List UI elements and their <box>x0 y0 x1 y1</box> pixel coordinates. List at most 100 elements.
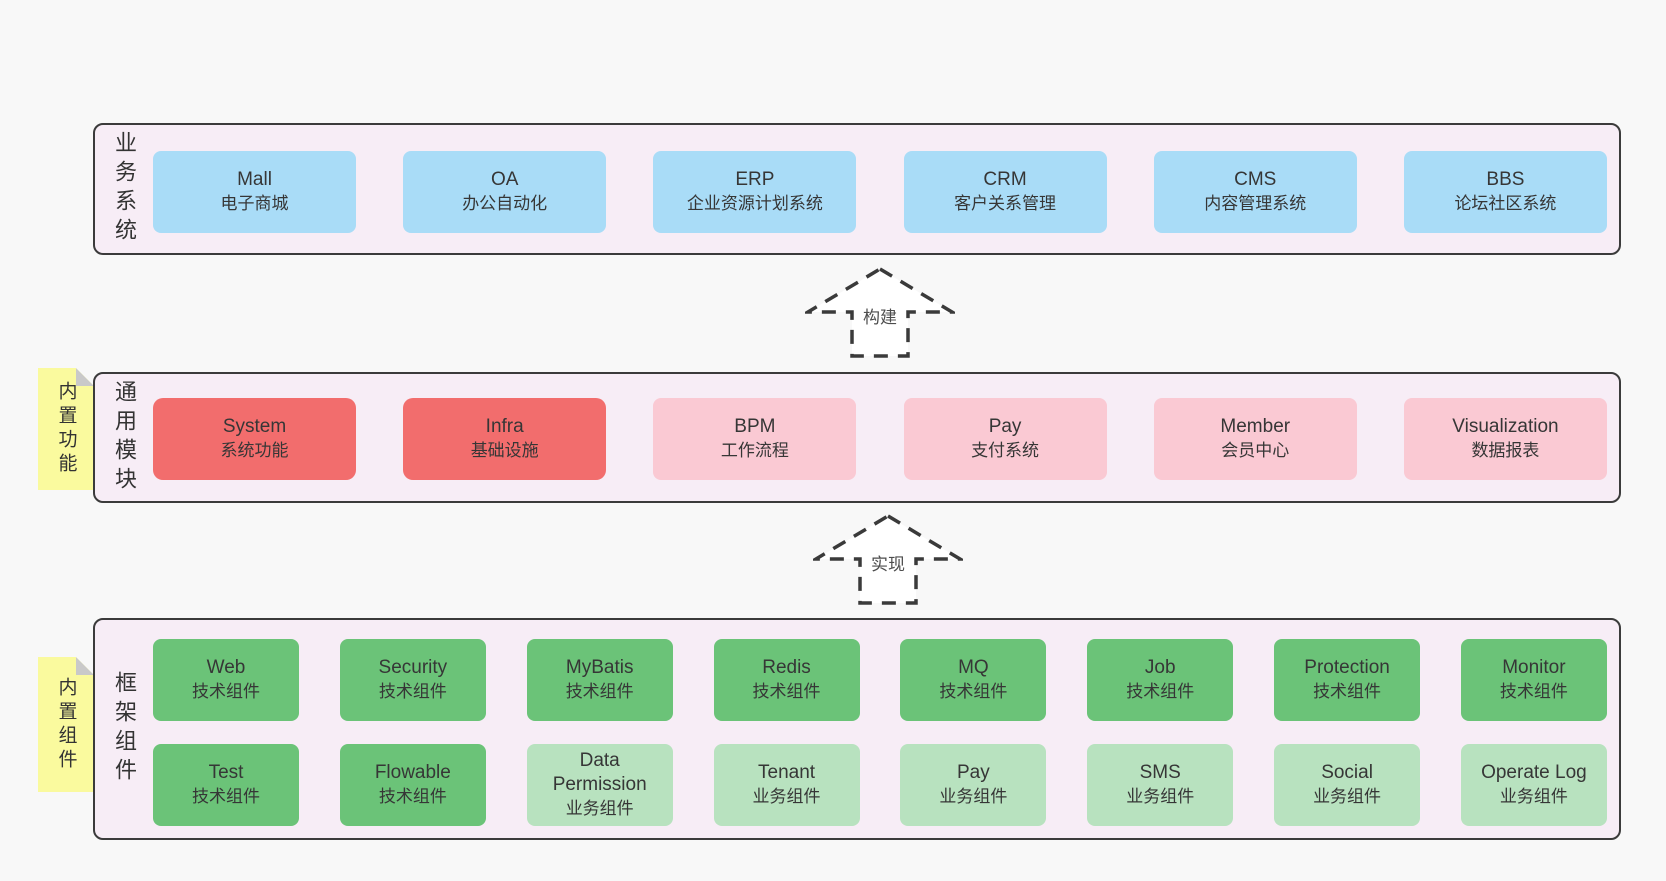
box-social: Social 业务组件 <box>1274 744 1421 826</box>
band-label-framework-components: 框架组件 <box>95 620 153 838</box>
box-subtitle: 电子商城 <box>220 193 289 213</box>
box-subtitle: 会员中心 <box>1221 440 1290 460</box>
box-data-permission: Data Permission 业务组件 <box>526 744 673 826</box>
band-business-systems: 业务系统 Mall 电子商城 OA 办公自动化 ERP 企业资源计划系统 CRM… <box>93 123 1621 255</box>
box-tenant: Tenant 业务组件 <box>713 744 860 826</box>
box-title: Visualization <box>1452 416 1559 438</box>
box-subtitle: 技术组件 <box>192 786 260 806</box>
band-label-text: 框架组件 <box>112 671 137 787</box>
framework-components-row-2: Test 技术组件 Flowable 技术组件 Data Permission … <box>153 721 1607 826</box>
box-title: Infra <box>485 416 524 438</box>
box-subtitle: 技术组件 <box>565 681 634 701</box>
box-member: Member 会员中心 <box>1153 398 1357 480</box>
box-cms: CMS 内容管理系统 <box>1153 151 1357 233</box>
box-title: Flowable <box>374 762 451 784</box>
folded-corner-icon <box>76 657 94 675</box>
box-mq: MQ 技术组件 <box>900 639 1047 721</box>
band-label-text: 业务系统 <box>112 131 137 247</box>
box-subtitle: 技术组件 <box>1313 681 1382 701</box>
box-sms: SMS 业务组件 <box>1087 744 1234 826</box>
box-subtitle: 技术组件 <box>1126 681 1195 701</box>
box-title: BBS <box>1486 169 1525 191</box>
arrow-implement-label: 实现 <box>868 550 908 575</box>
box-title: Member <box>1220 416 1291 438</box>
box-title: OA <box>490 169 519 191</box>
arrow-build-label: 构建 <box>860 303 900 328</box>
box-subtitle: 业务组件 <box>565 798 634 818</box>
box-subtitle: 技术组件 <box>939 681 1008 701</box>
box-title: Social <box>1321 762 1373 784</box>
box-title: Pay <box>957 762 990 784</box>
box-subtitle: 论坛社区系统 <box>1454 193 1557 213</box>
box-subtitle: 工作流程 <box>720 440 789 460</box>
box-subtitle: 技术组件 <box>378 786 447 806</box>
box-title: Pay <box>988 416 1022 438</box>
box-subtitle: 技术组件 <box>752 681 821 701</box>
box-operate-log: Operate Log 业务组件 <box>1460 744 1607 826</box>
box-title: Data Permission <box>552 750 647 796</box>
box-job: Job 技术组件 <box>1087 639 1234 721</box>
box-title: Tenant <box>758 762 816 784</box>
box-title: CMS <box>1234 169 1277 191</box>
box-subtitle: 办公自动化 <box>462 193 548 213</box>
box-subtitle: 技术组件 <box>192 681 260 701</box>
box-monitor: Monitor 技术组件 <box>1460 639 1607 721</box>
box-title: ERP <box>735 169 775 191</box>
folded-corner-icon <box>76 368 94 386</box>
box-title: Protection <box>1304 657 1390 679</box>
box-title: Mall <box>237 169 272 191</box>
band-label-common-modules: 通用模块 <box>95 374 153 501</box>
box-protection: Protection 技术组件 <box>1274 639 1421 721</box>
box-mybatis: MyBatis 技术组件 <box>526 639 673 721</box>
box-bpm: BPM 工作流程 <box>653 398 857 480</box>
common-modules-boxes: System 系统功能 Infra 基础设施 BPM 工作流程 Pay 支付系统… <box>153 374 1607 480</box>
box-crm: CRM 客户关系管理 <box>903 151 1107 233</box>
box-title: Web <box>206 657 246 679</box>
band-label-text: 通用模块 <box>112 379 137 496</box>
box-subtitle: 业务组件 <box>752 786 821 806</box>
box-system: System 系统功能 <box>153 398 356 480</box>
business-systems-boxes: Mall 电子商城 OA 办公自动化 ERP 企业资源计划系统 CRM 客户关系… <box>153 125 1607 233</box>
arrow-build: 构建 <box>801 265 959 360</box>
box-title: Test <box>208 762 244 784</box>
box-subtitle: 业务组件 <box>1313 786 1382 806</box>
box-bbs: BBS 论坛社区系统 <box>1403 151 1607 233</box>
box-mall: Mall 电子商城 <box>153 151 356 233</box>
box-subtitle: 技术组件 <box>1499 681 1568 701</box>
box-subtitle: 企业资源计划系统 <box>686 193 823 213</box>
box-subtitle: 基础设施 <box>470 440 539 460</box>
box-pay-biz: Pay 业务组件 <box>900 744 1047 826</box>
box-redis: Redis 技术组件 <box>713 639 860 721</box>
box-oa: OA 办公自动化 <box>403 151 607 233</box>
framework-components-row-1: Web 技术组件 Security 技术组件 MyBatis 技术组件 Redi… <box>153 620 1607 721</box>
box-title: SMS <box>1139 762 1181 784</box>
box-subtitle: 业务组件 <box>1499 786 1568 806</box>
box-flowable: Flowable 技术组件 <box>339 744 486 826</box>
box-title: CRM <box>983 169 1027 191</box>
sticky-note-built-in-components: 内置组件 <box>38 657 94 792</box>
arrow-implement: 实现 <box>809 512 967 607</box>
box-title: Operate Log <box>1481 762 1587 784</box>
box-test: Test 技术组件 <box>153 744 299 826</box>
box-title: Monitor <box>1502 657 1566 679</box>
box-title: Job <box>1144 657 1176 679</box>
box-subtitle: 业务组件 <box>1126 786 1195 806</box>
box-infra: Infra 基础设施 <box>403 398 607 480</box>
box-pay: Pay 支付系统 <box>903 398 1107 480</box>
sticky-note-built-in-features: 内置功能 <box>38 368 94 490</box>
box-visualization: Visualization 数据报表 <box>1403 398 1607 480</box>
box-title: System <box>222 416 287 438</box>
band-framework-components: 框架组件 Web 技术组件 Security 技术组件 MyBatis 技术组件… <box>93 618 1621 840</box>
box-security: Security 技术组件 <box>339 639 486 721</box>
box-subtitle: 系统功能 <box>220 440 289 460</box>
box-subtitle: 客户关系管理 <box>954 193 1057 213</box>
box-title: Redis <box>762 657 811 679</box>
box-subtitle: 数据报表 <box>1471 440 1540 460</box>
box-subtitle: 业务组件 <box>939 786 1008 806</box>
box-title: MyBatis <box>565 657 634 679</box>
box-title: MQ <box>958 657 989 679</box>
band-common-modules: 通用模块 System 系统功能 Infra 基础设施 BPM 工作流程 Pay… <box>93 372 1621 503</box>
box-subtitle: 技术组件 <box>378 681 447 701</box>
box-erp: ERP 企业资源计划系统 <box>653 151 857 233</box>
box-subtitle: 内容管理系统 <box>1204 193 1307 213</box>
